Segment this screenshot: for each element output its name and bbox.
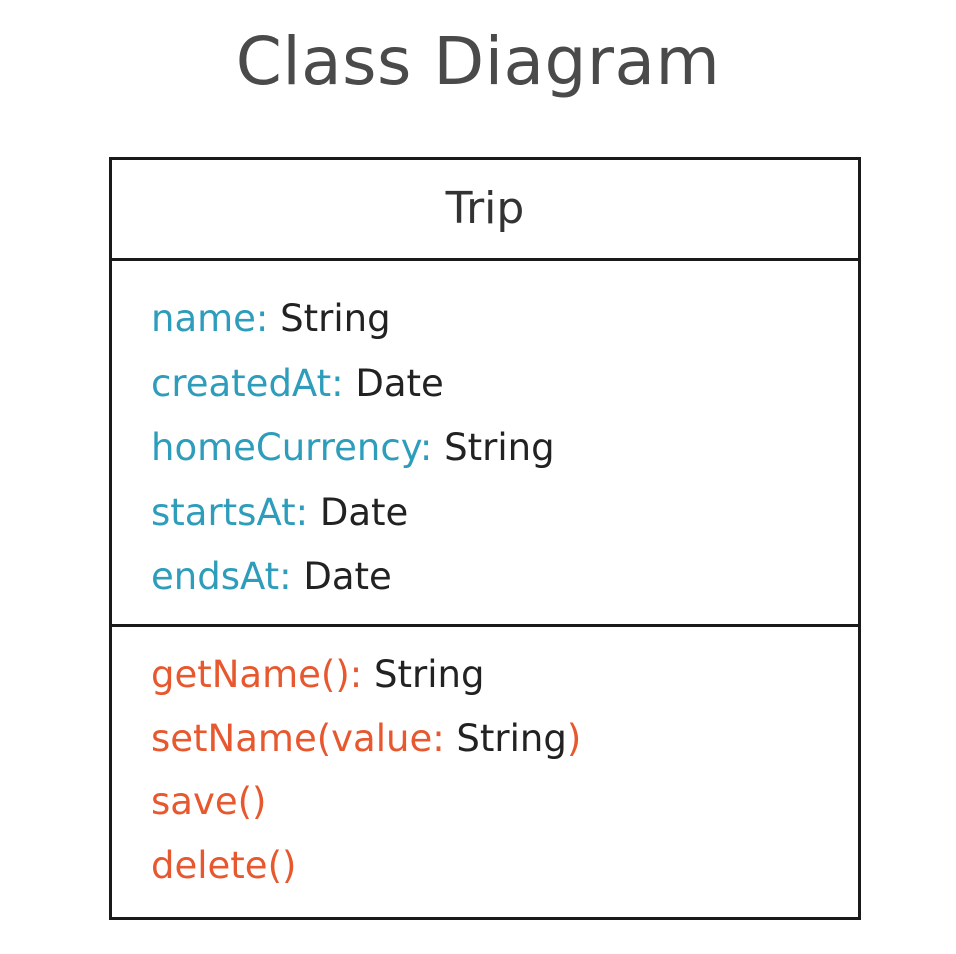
class-box: Trip name: String createdAt: Date homeCu… <box>109 157 861 920</box>
method-name: delete() <box>151 843 297 887</box>
attribute-name: name: <box>151 297 269 340</box>
attribute-name: createdAt: <box>151 361 344 405</box>
methods-section: getName(): String setName(value: String)… <box>112 627 858 897</box>
method-row: delete() <box>151 834 858 898</box>
attribute-name: endsAt: <box>151 555 292 598</box>
attribute-row: createdAt: Date <box>151 352 858 417</box>
attribute-type: String <box>268 297 391 340</box>
attribute-row: homeCurrency: String <box>151 416 858 481</box>
attribute-row: startsAt: Date <box>151 481 858 546</box>
method-row: getName(): String <box>151 643 858 707</box>
method-row: save() <box>151 770 858 834</box>
method-type: String <box>444 716 567 760</box>
method-type: String <box>362 653 485 696</box>
page-title: Class Diagram <box>235 23 721 100</box>
method-name: getName(): <box>151 653 363 696</box>
attribute-row: endsAt: Date <box>151 545 858 610</box>
method-name: save() <box>151 780 267 823</box>
attribute-type: String <box>432 426 555 469</box>
method-name: setName(value: <box>151 716 445 760</box>
attribute-name: homeCurrency: <box>151 426 433 469</box>
attributes-section: name: String createdAt: Date homeCurrenc… <box>112 261 858 627</box>
attribute-row: name: String <box>151 287 858 352</box>
attribute-type: Date <box>343 361 444 405</box>
attribute-name: startsAt: <box>151 490 309 534</box>
method-row: setName(value: String) <box>151 707 858 771</box>
attribute-type: Date <box>291 555 392 598</box>
class-name: Trip <box>112 160 858 261</box>
attribute-type: Date <box>308 490 409 534</box>
method-suffix: ) <box>566 716 582 760</box>
